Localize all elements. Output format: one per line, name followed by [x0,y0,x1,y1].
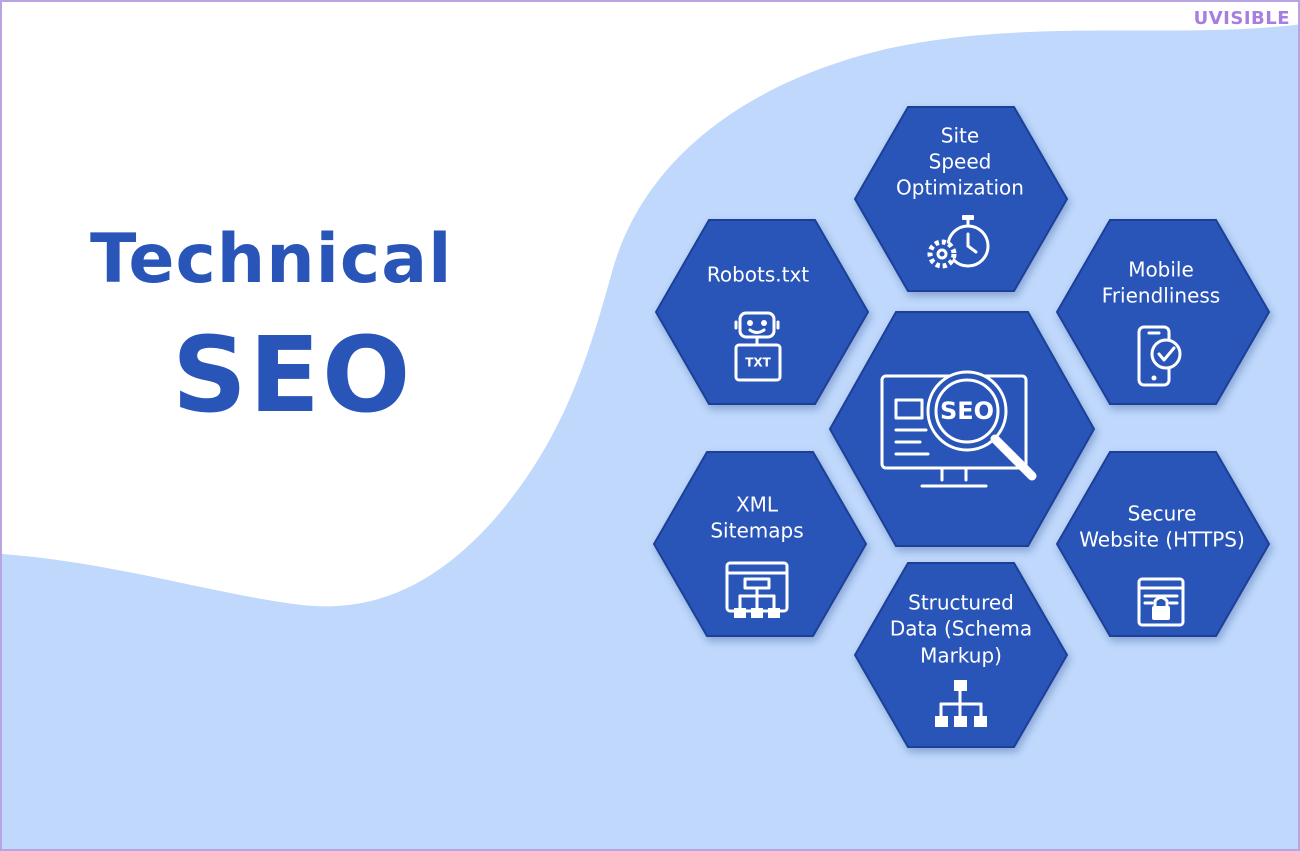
xml-sitemaps-label-2: Sitemaps [710,519,803,543]
site-speed-label-2: Speed [929,150,992,174]
structured-data-label-2: Data (Schema [890,617,1032,641]
hexagon-secure-website: Secure Website (HTTPS) [1055,451,1271,637]
title-technical: Technical [90,220,453,299]
center-hexagon: SEO [828,311,1096,547]
robot-txt-icon: TXT [734,311,782,382]
mobile-label-2: Friendliness [1102,284,1220,308]
site-speed-label-1: Site [941,124,979,148]
monitor-magnifier-icon [880,370,1037,488]
mobile-label-1: Mobile [1128,258,1194,282]
robots-txt-badge: TXT [745,356,771,370]
hexagon-xml-sitemaps: XML Sitemaps [652,451,868,637]
brand-logo: UVISIBLE [1193,8,1290,29]
mobile-check-icon [1137,325,1182,387]
hexagon-structured-data: Structured Data (Schema Markup) [853,562,1069,748]
secure-website-label-2: Website (HTTPS) [1079,528,1245,552]
hexagon-robots: Robots.txt TXT [654,219,870,405]
stopwatch-gear-icon [927,215,990,269]
title-seo: SEO [172,314,413,436]
hierarchy-icon [935,680,987,727]
hexagon-mobile: Mobile Friendliness [1055,219,1271,405]
robots-label: Robots.txt [707,263,809,287]
site-speed-label-3: Optimization [896,176,1024,200]
xml-sitemaps-label-1: XML [736,493,779,517]
center-seo-label: SEO [940,397,994,425]
structured-data-label-3: Markup) [920,644,1002,668]
sitemap-browser-icon [725,561,789,618]
hexagon-site-speed: Site Speed Optimization [853,106,1069,292]
structured-data-label-1: Structured [908,591,1014,615]
secure-browser-lock-icon [1137,577,1185,627]
secure-website-label-1: Secure [1128,502,1197,526]
